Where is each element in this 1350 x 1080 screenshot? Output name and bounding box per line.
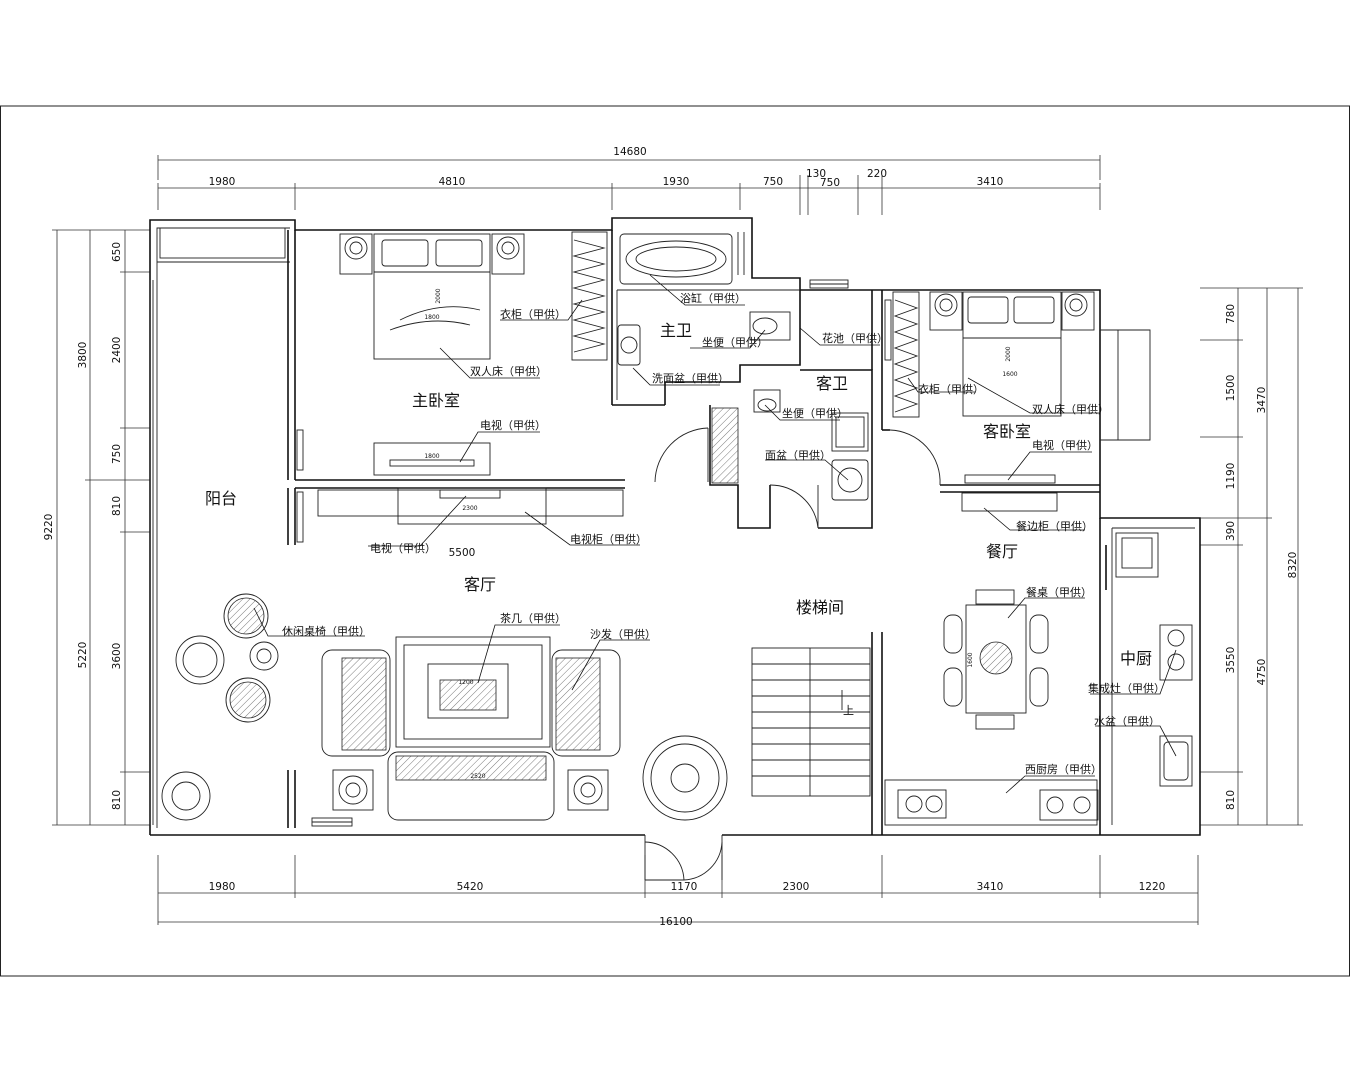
label-tea-table: 茶几（甲供） — [500, 611, 566, 625]
label-toilet-master: 坐便（甲供） — [702, 335, 768, 349]
label-bed-master: 双人床（甲供） — [470, 364, 547, 378]
dim-top-total: 14680 — [613, 146, 646, 158]
room-balcony: 阳台 — [205, 489, 237, 508]
label-dining-table: 餐桌（甲供） — [1026, 585, 1092, 599]
label-sideboard: 餐边柜（甲供） — [1016, 519, 1093, 533]
dim-bottom-3: 1170 — [671, 881, 698, 893]
label-wardrobe-master: 衣柜（甲供） — [500, 307, 566, 321]
room-guest-bedroom: 客卧室 — [983, 422, 1031, 441]
dim-left-b4: 810 — [111, 496, 123, 516]
dim-tea-table-w: 1200 — [458, 679, 473, 686]
dim-top-3: 1930 — [663, 176, 690, 188]
dim-top-7: 220 — [867, 168, 887, 180]
label-tv-cabinet: 电视柜（甲供） — [570, 532, 647, 546]
leader-lines — [253, 274, 1177, 794]
dim-right-total: 8320 — [1287, 552, 1299, 579]
top-dimensions: 14680 1980 4810 1930 750 130 750 220 341… — [157, 146, 1101, 215]
furniture-dimensions: 5500 1800 2000 1800 2300 1200 2520 1600 … — [424, 288, 1017, 780]
dim-bed-master-w: 1800 — [424, 314, 439, 321]
dim-bottom-1: 1980 — [209, 881, 236, 893]
dim-bottom-total: 16100 — [659, 916, 692, 928]
dim-left-a2: 5220 — [77, 642, 89, 669]
dim-bed-guest-w: 1600 — [1002, 371, 1017, 378]
dim-right-b5: 3550 — [1225, 647, 1237, 674]
dim-top-8: 3410 — [977, 176, 1004, 188]
dim-top-1: 1980 — [209, 176, 236, 188]
room-dining: 餐厅 — [986, 542, 1018, 561]
dim-top-2: 4810 — [439, 176, 466, 188]
right-dimensions: 8320 3470 4750 780 1500 1190 390 3550 81… — [1200, 287, 1303, 826]
label-toilet-guest: 坐便（甲供） — [782, 406, 848, 420]
label-sofa: 沙发（甲供） — [590, 627, 656, 641]
dim-tv-wall: 5500 — [449, 547, 476, 559]
dim-right-a2: 4750 — [1256, 659, 1268, 686]
dim-sofa-len: 2520 — [470, 773, 485, 780]
label-tv-living: 电视（甲供） — [370, 541, 436, 555]
bottom-dimensions: 1980 5420 1170 2300 3410 1220 16100 — [157, 855, 1199, 928]
dim-right-b3: 1190 — [1225, 463, 1237, 490]
dim-bottom-5: 3410 — [977, 881, 1004, 893]
dim-right-b2: 1500 — [1225, 375, 1237, 402]
left-dimensions: 9220 3800 5220 650 2400 750 810 3600 810 — [43, 229, 150, 826]
walls — [149, 217, 1201, 881]
label-tv-master: 电视（甲供） — [480, 418, 546, 432]
label-leisure-chairs: 休闲桌椅（甲供） — [282, 624, 370, 638]
label-flower-bed: 花池（甲供） — [822, 331, 888, 345]
dim-right-b1: 780 — [1225, 304, 1237, 324]
dim-tv-master-w: 1800 — [424, 453, 439, 460]
label-gas-stove: 集成灶（甲供） — [1088, 681, 1165, 695]
room-stairwell: 楼梯间 — [796, 598, 844, 617]
label-western-kitchen: 西厨房（甲供） — [1025, 762, 1102, 776]
dim-left-a1: 3800 — [77, 342, 89, 369]
dim-left-b3: 750 — [111, 444, 123, 464]
dim-top-5: 130 — [806, 168, 826, 180]
room-master-bedroom: 主卧室 — [412, 391, 460, 410]
dim-tv-living-w: 2300 — [462, 505, 477, 512]
label-tv-guest: 电视（甲供） — [1032, 438, 1098, 452]
dim-right-b4: 390 — [1225, 521, 1237, 541]
room-master-bath: 主卫 — [660, 321, 692, 340]
label-basin-guest: 面盆（甲供） — [765, 448, 831, 462]
label-sink: 水盆（甲供） — [1094, 714, 1160, 728]
furniture-labels: 衣柜（甲供） 浴缸（甲供） 坐便（甲供） 洗面盆（甲供） 双人床（甲供） 电视（… — [282, 291, 1165, 776]
label-wardrobe-guest: 衣柜（甲供） — [918, 382, 984, 396]
dim-bottom-6: 1220 — [1139, 881, 1166, 893]
dim-table-w: 1600 — [967, 652, 974, 667]
dim-left-b1: 650 — [111, 242, 123, 262]
dim-left-b5: 3600 — [111, 643, 123, 670]
dim-right-a1: 3470 — [1256, 387, 1268, 414]
label-bathtub: 浴缸（甲供） — [680, 291, 746, 305]
dim-bottom-4: 2300 — [783, 881, 810, 893]
dim-right-b6: 810 — [1225, 790, 1237, 810]
dim-left-b2: 2400 — [111, 337, 123, 364]
label-stair-up: 上 — [843, 704, 854, 717]
drawing-frame — [0, 105, 1350, 977]
room-living: 客厅 — [464, 575, 496, 594]
room-labels: 阳台 主卧室 主卫 客卫 客卧室 客厅 楼梯间 餐厅 中厨 — [205, 321, 1152, 668]
dim-bed-master-l: 2000 — [435, 288, 442, 303]
room-guest-bath: 客卫 — [816, 374, 848, 393]
dim-top-6: 750 — [820, 177, 840, 189]
dim-top-4: 750 — [763, 176, 783, 188]
room-kitchen: 中厨 — [1120, 649, 1152, 668]
label-basin-master: 洗面盆（甲供） — [652, 371, 729, 385]
dim-left-b6: 810 — [111, 790, 123, 810]
dim-left-total: 9220 — [43, 514, 55, 541]
dim-bottom-2: 5420 — [457, 881, 484, 893]
dim-bed-guest-l: 2000 — [1005, 346, 1012, 361]
furniture — [161, 231, 1193, 826]
label-bed-guest: 双人床（甲供） — [1032, 402, 1109, 416]
